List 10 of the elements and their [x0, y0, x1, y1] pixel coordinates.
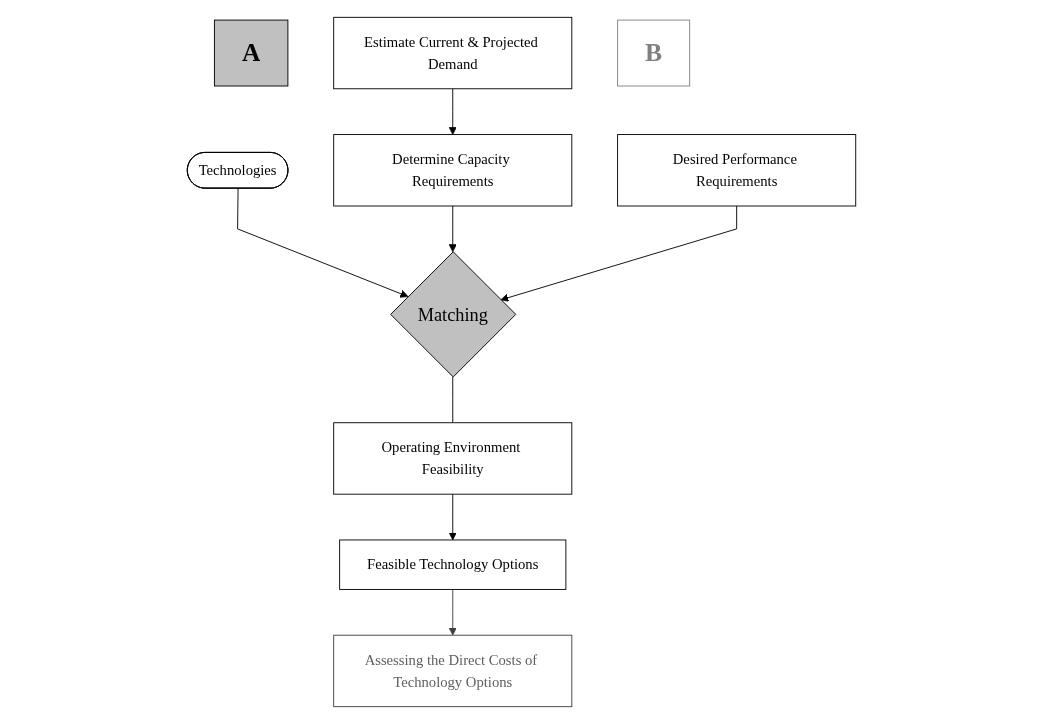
node-box: Feasible Technology Options: [339, 539, 567, 590]
node-diamond: Matching: [390, 251, 517, 378]
node-box: A: [213, 19, 289, 87]
node-box: Determine Capacity Requirements: [333, 134, 573, 207]
node-box: B: [617, 19, 691, 87]
node-box: Desired Performance Requirements: [617, 134, 857, 207]
node-box: Estimate Current & Projected Demand: [333, 16, 573, 90]
connector: [452, 376, 454, 424]
node-box: Operating Environment Feasibility: [333, 422, 573, 495]
node-box: Assessing the Direct Costs of Technology Options: [333, 634, 573, 708]
